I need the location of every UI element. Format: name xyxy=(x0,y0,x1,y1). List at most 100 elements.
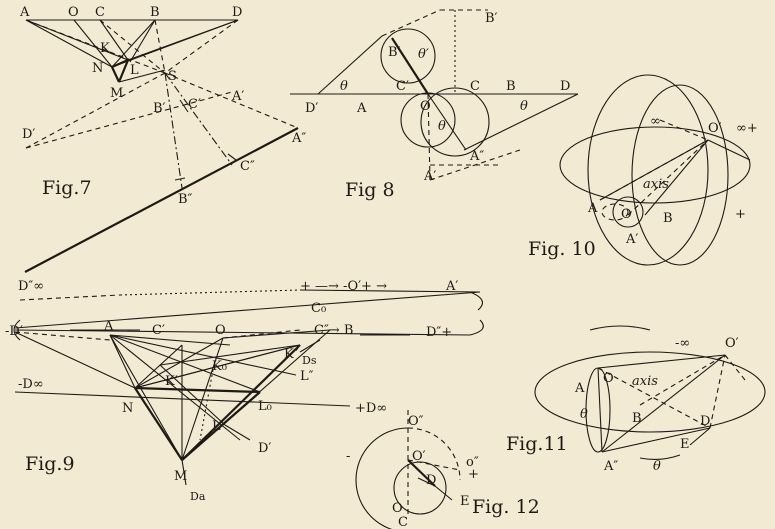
fig11-label-A2: A″ xyxy=(603,459,618,474)
fig9-segment-NL0 xyxy=(134,386,261,394)
fig8-label-D: D xyxy=(560,79,570,94)
fig7-line-D2-A2 xyxy=(24,127,299,273)
fig7-label-A2: A″ xyxy=(291,131,306,146)
fig7-label-L: L xyxy=(130,63,139,78)
fig11-dash-D-O1 xyxy=(709,354,726,429)
fig9-line-A-L0 xyxy=(109,334,261,393)
fig9-line-K1-L1 xyxy=(159,364,226,426)
fig11-line-D-E xyxy=(689,427,711,446)
fig7-dash-D1-A1 xyxy=(25,91,233,149)
fig10-label-axis: axis xyxy=(643,177,669,192)
fig9-arrow-Ds xyxy=(299,339,321,353)
fig7-line-A-N xyxy=(25,19,113,68)
fig7-tick-B2 xyxy=(174,177,186,181)
fig8-label-C1: C′ xyxy=(396,79,409,94)
fig12-arc-large-dash xyxy=(407,427,461,481)
fig12: O″ O′ o″ D E O C - + Fig. 12 xyxy=(346,410,540,529)
fig12-line-D-E xyxy=(434,485,453,501)
fig12-label-O2b: o″ xyxy=(466,455,479,470)
fig10-label-inf-plus: ∞+ xyxy=(736,121,758,136)
fig9-label-C0: C₀ xyxy=(311,301,326,316)
fig7-line-C-L xyxy=(99,19,129,61)
fig11-arc-top xyxy=(589,325,651,331)
fig8-label-B: B xyxy=(506,79,516,94)
fig8-dash-top xyxy=(381,9,441,37)
fig9-line-M-Da xyxy=(181,459,187,486)
fig7-dash-A-S xyxy=(25,19,166,74)
fig9-curve-D2 xyxy=(469,319,484,336)
fig11-line-O-A2 xyxy=(597,367,603,453)
fig9-label-L1: L′ xyxy=(212,419,224,434)
fig8-line-O-A2 xyxy=(427,93,467,151)
fig9-label-plus-Dinf: +D∞ xyxy=(355,401,387,416)
fig9-label-N: N xyxy=(122,401,133,416)
fig11-label-theta2: θ xyxy=(653,459,661,474)
fig9-label-A1: A′ xyxy=(445,279,458,294)
fig7-label-A1: A′ xyxy=(231,89,244,104)
fig9-line-L1-D1 xyxy=(224,424,251,441)
fig9-label-D1b: D′ xyxy=(258,441,271,456)
fig9-line-A-L2 xyxy=(109,334,297,376)
fig8-circle-lower-right xyxy=(420,87,490,157)
fig10-dash-O-O1 xyxy=(627,139,709,216)
fig7-dash-S-D1 xyxy=(25,72,166,149)
fig9-segment-NM xyxy=(134,387,183,461)
fig9-line-D1-D2 xyxy=(14,329,471,336)
fig11-line-A2-D xyxy=(601,427,711,453)
fig7-label-B2: B″ xyxy=(178,192,193,207)
fig11-label-B: B xyxy=(632,411,642,426)
fig8-label-theta-a: θ xyxy=(340,79,348,94)
fig10-label-B: B xyxy=(663,211,673,226)
fig7-label-M: M xyxy=(110,86,123,101)
fig12-label-plus: + xyxy=(468,467,479,482)
fig12-label-E: E xyxy=(460,494,470,509)
fig7-label-B1: B′ xyxy=(153,101,166,116)
fig7-label-C1: C′ xyxy=(188,97,201,112)
fig7-caption: Fig.7 xyxy=(42,177,92,199)
fig8-line-A2-D xyxy=(463,93,579,151)
fig9-line-C2-M xyxy=(181,329,331,461)
fig9-line-Dinf xyxy=(14,391,351,407)
fig8-label-B1: B′ xyxy=(388,45,401,60)
fig12-label-minus: - xyxy=(346,449,350,464)
fig9-label-minus-Dinf: -D∞ xyxy=(18,377,44,392)
fig7-label-C: C xyxy=(95,5,105,20)
fig8-label-theta-b: θ xyxy=(520,99,528,114)
fig8-label-theta1: θ′ xyxy=(418,47,429,62)
fig9-segment-M-Ds xyxy=(181,344,301,461)
fig7-line-D-L xyxy=(127,19,239,61)
fig8-label-A1: A′ xyxy=(423,169,436,184)
fig8-label-A2: A″ xyxy=(469,149,484,164)
fig7-line-B-L xyxy=(129,19,156,63)
fig10: ∞ O′ ∞+ axis A O B A′ + Fig. 10 xyxy=(528,74,758,266)
fig8-label-theta-c: θ xyxy=(438,119,446,134)
fig11-label-theta1: θ xyxy=(580,407,588,422)
fig9-label-K2: K″ xyxy=(284,347,299,362)
fig8-label-D1: D′ xyxy=(305,101,318,116)
fig9-dot-K0-M xyxy=(199,369,214,441)
fig9-label-Ds: Ds xyxy=(302,354,317,367)
fig9-line-A-K0 xyxy=(109,334,231,346)
fig7-label-D2: D″∞ xyxy=(18,279,44,294)
fig7-segment-ML xyxy=(117,59,130,83)
fig9-curve-D1 xyxy=(13,319,21,341)
fig9-curve-A1 xyxy=(469,291,484,311)
fig9-line-D1-A1 xyxy=(14,291,481,329)
fig7-dash-S-A2 xyxy=(164,72,299,129)
fig10-label-O: O xyxy=(621,207,632,222)
fig9-line-K2-N xyxy=(134,344,301,389)
fig9-label-L0: L₀ xyxy=(258,399,272,414)
fig7-line-O-N xyxy=(73,19,113,68)
fig12-arc-large xyxy=(355,427,409,529)
fig9-line-K1-K2 xyxy=(159,344,301,366)
fig7-label-K: K xyxy=(100,41,110,56)
fig11-caption: Fig.11 xyxy=(506,433,568,455)
fig10-caption: Fig. 10 xyxy=(528,238,596,260)
fig12-label-O: O xyxy=(392,501,403,516)
fig9-dot-top xyxy=(119,289,301,296)
fig7-line-M-S xyxy=(118,69,166,83)
fig7-dash-B-S xyxy=(154,19,166,74)
fig9-caption: Fig.9 xyxy=(25,453,75,475)
fig7-label-B: B xyxy=(150,5,160,20)
fig12-line-mid-D xyxy=(417,477,436,487)
